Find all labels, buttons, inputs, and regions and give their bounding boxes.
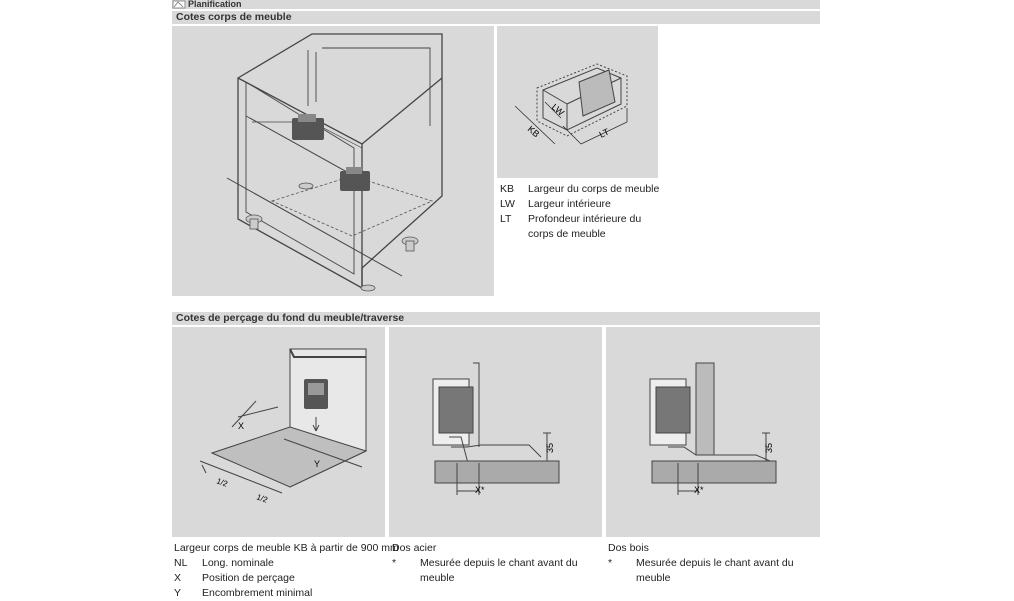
drawer-legend: KB Largeur du corps de meuble LW Largeur i…	[500, 182, 659, 242]
half-label-2: 1/2	[255, 492, 269, 504]
legend-text: Mesurée depuis le chant avant du	[636, 557, 794, 569]
drilling-diagram-panel: X Y 1/2 1/2	[172, 327, 385, 537]
drilling-diagram: X Y 1/2 1/2	[199, 348, 368, 505]
page-title: Planification	[188, 0, 242, 9]
legend-row: NL Long. nominale	[174, 556, 399, 571]
legend-text: Largeur du corps de meuble	[528, 183, 660, 195]
legend-heading: Dos bois	[608, 542, 649, 554]
bracket-part	[304, 379, 328, 409]
legend-row: LW Largeur intérieure	[500, 197, 659, 212]
steel-back-legend: Dos acier * Mesurée depuis le chant avant…	[392, 541, 592, 586]
section-title-bar: Cotes de perçage du fond du meuble/trave…	[172, 312, 820, 325]
hinge-bracket-1	[292, 114, 324, 140]
steel-back-panel: 35 X*	[389, 327, 602, 537]
legend-row: * Mesurée depuis le chant avant du	[392, 556, 592, 571]
drilling-legend: Largeur corps de meuble KB à partir de 9…	[174, 541, 399, 601]
wood-back-panel: 35 X*	[606, 327, 820, 537]
drawer-diagram: KB LW LT	[514, 63, 628, 145]
legend-heading: Largeur corps de meuble KB à partir de 9…	[174, 542, 399, 554]
wood-back-diagram: 35 X*	[649, 362, 777, 495]
x-label: X	[238, 421, 244, 431]
legend-text: Position de perçage	[202, 572, 295, 584]
hinge-bracket-2	[340, 167, 370, 191]
section-title: Cotes corps de meuble	[176, 11, 292, 23]
legend-text: meuble	[636, 572, 671, 584]
legend-text: meuble	[420, 572, 455, 584]
cabinet-diagram	[226, 33, 443, 292]
section-title: Cotes de perçage du fond du meuble/trave…	[176, 312, 405, 324]
legend-abbr: NL	[174, 557, 188, 569]
legend-abbr	[500, 227, 528, 242]
legend-text: Largeur intérieure	[528, 198, 611, 210]
legend-row: Y Encombrement minimal	[174, 586, 399, 601]
x-star-label: X*	[694, 485, 704, 495]
legend-row: X Position de perçage	[174, 571, 399, 586]
legend-abbr: KB	[500, 183, 515, 195]
kb-label: KB	[526, 124, 542, 139]
legend-row: meuble	[608, 571, 808, 586]
logo-icon	[172, 0, 186, 9]
dim-35-label: 35	[764, 443, 774, 453]
legend-mark: *	[608, 557, 613, 569]
legend-row: corps de meuble	[500, 227, 659, 242]
legend-abbr: LW	[500, 198, 515, 210]
steel-back-diagram: 35 X*	[432, 362, 560, 495]
legend-heading: Dos acier	[392, 542, 437, 554]
legend-row: * Mesurée depuis le chant avant du	[608, 556, 808, 571]
wood-back-legend: Dos bois * Mesurée depuis le chant avant …	[608, 541, 808, 586]
y-label: Y	[314, 459, 320, 469]
header-bar: Planification	[172, 0, 820, 9]
legend-text: Mesurée depuis le chant avant du	[420, 557, 578, 569]
legend-text: Encombrement minimal	[202, 587, 313, 599]
cabinet-outline	[237, 33, 443, 290]
legend-text: Long. nominale	[202, 557, 274, 569]
legend-abbr: Y	[174, 587, 182, 599]
legend-mark: *	[392, 557, 397, 569]
half-label-1: 1/2	[215, 476, 229, 488]
legend-row: LT Profondeur intérieure du	[500, 212, 659, 227]
lw-label: LW	[550, 102, 567, 118]
dim-35-label: 35	[545, 443, 555, 453]
x-star-label: X*	[475, 485, 485, 495]
cabinet-diagram-panel	[172, 26, 494, 296]
legend-row: KB Largeur du corps de meuble	[500, 182, 659, 197]
drawer-diagram-panel: KB LW LT	[497, 26, 658, 178]
section-title-bar: Cotes corps de meuble	[172, 11, 820, 24]
legend-row: meuble	[392, 571, 592, 586]
legend-text: corps de meuble	[528, 228, 606, 240]
lt-label: LT	[598, 126, 612, 139]
legend-abbr: X	[174, 572, 182, 584]
legend-abbr: LT	[500, 213, 512, 225]
legend-text: Profondeur intérieure du	[528, 213, 642, 225]
